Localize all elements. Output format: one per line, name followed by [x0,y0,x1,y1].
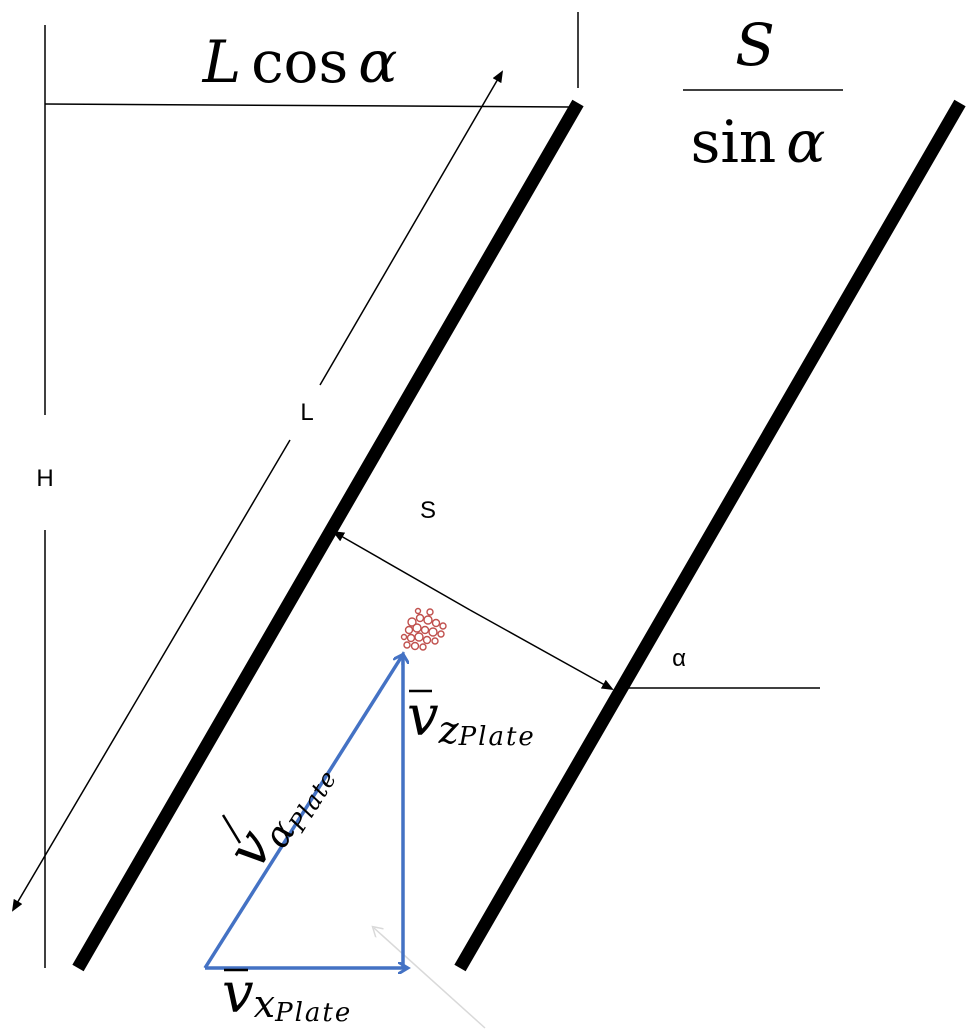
length-dim-upper [319,70,504,386]
left-plate [72,99,584,972]
height-label: H [36,465,53,492]
faint-arrow [374,928,486,1029]
angle-label: α [672,645,686,672]
v-z-label: vzPlate [407,684,536,752]
v-alpha-vector [203,656,402,969]
particle-cluster [400,607,447,651]
spacing-label: S [420,497,436,524]
v-alpha-label: vαPlate [215,741,343,884]
spacing-dim-line-a [332,531,471,611]
length-label: L [300,399,313,426]
fraction-numerator: S [735,11,775,79]
v-alpha-bar [221,814,242,844]
spacing-dim-line-b [469,609,614,690]
length-dim-lower [11,439,291,912]
v-x-label: vxPlate [222,961,352,1028]
top-dim-line [44,103,571,108]
right-plate [454,99,966,972]
